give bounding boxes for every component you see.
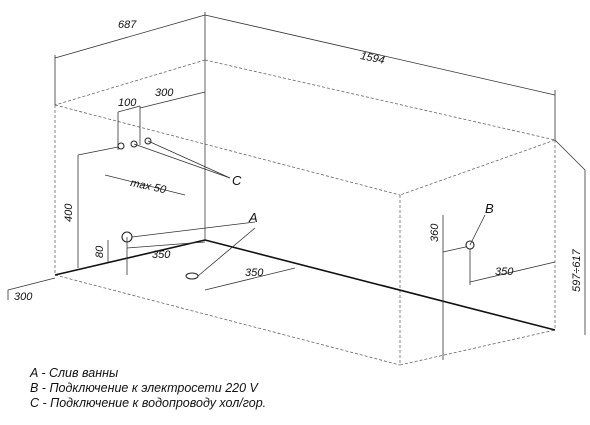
dimension-300-front: 300 xyxy=(7,277,56,303)
dim-597-617-label: 597÷617 xyxy=(571,248,583,292)
dim-max50-label: max 50 xyxy=(129,177,168,196)
dim-350-left-label: 350 xyxy=(152,249,171,261)
dimension-597-617: 597÷617 xyxy=(554,139,586,335)
dimension-687: 687 xyxy=(54,12,206,105)
dim-1594-label: 1594 xyxy=(359,50,385,67)
legend-b: B - Подключение к электросети 220 V xyxy=(30,381,258,395)
water-inlet-1-icon xyxy=(117,142,125,150)
dim-687-label: 687 xyxy=(118,19,137,31)
water-connection-group: 300 100 max 50 C xyxy=(104,87,242,196)
dim-400-label: 400 xyxy=(63,203,75,222)
callout-a: A xyxy=(248,210,258,225)
dim-100-label: 100 xyxy=(118,97,137,109)
callout-c: C xyxy=(232,173,242,188)
dimension-400-80: 400 80 xyxy=(63,146,119,268)
dim-350-mid-label: 350 xyxy=(245,267,264,279)
dim-360-label: 360 xyxy=(429,223,441,242)
legend-a: A - Слив ванны xyxy=(30,366,119,380)
dim-300-front-label: 300 xyxy=(14,291,33,303)
dim-80-label: 80 xyxy=(94,245,106,258)
dim-350-right-label: 350 xyxy=(495,266,514,278)
callout-b: B xyxy=(485,201,494,216)
dim-300-top-label: 300 xyxy=(155,87,174,99)
dimension-1594: 1594 xyxy=(204,14,556,140)
drain-bottom-icon xyxy=(185,272,199,280)
tub-outline xyxy=(54,59,556,366)
electrical-group: 360 B 350 xyxy=(429,201,556,360)
drain-group: 350 A 350 xyxy=(121,210,296,291)
legend-c: C - Подключение к водопроводу хол/гор. xyxy=(30,396,267,410)
